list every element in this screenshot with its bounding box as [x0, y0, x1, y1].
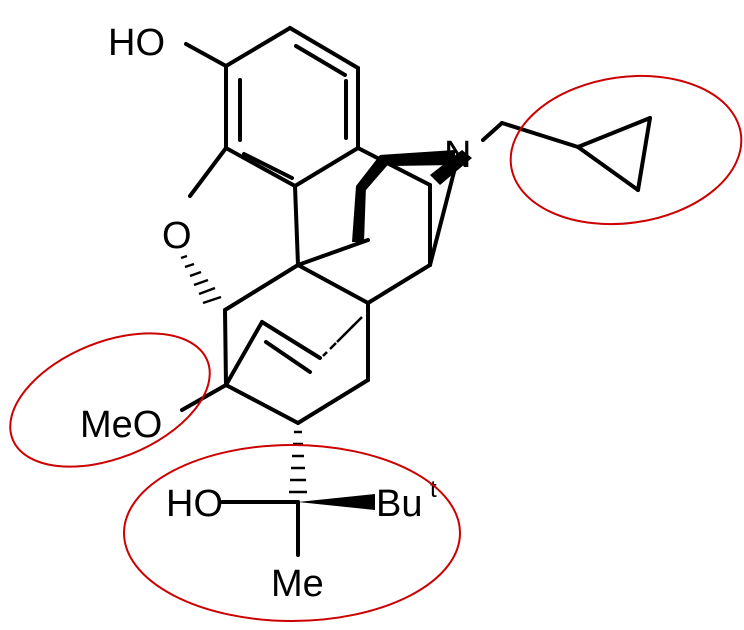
furan-ring [188, 146, 300, 267]
meo-bond [180, 383, 228, 412]
cyclopropylmethyl [481, 116, 652, 192]
highlight-carbinol [123, 444, 461, 622]
bold-bridge [352, 150, 472, 242]
oxygen-label: O [162, 215, 192, 257]
meo-label: MeO [80, 404, 162, 446]
bu-label: Bu [376, 483, 422, 525]
n-c9-bond [428, 166, 457, 267]
me-label: Me [271, 563, 324, 605]
nitrogen-label: N [444, 134, 471, 176]
etheno-bridge [224, 320, 322, 387]
ho-label-top: HO [108, 22, 165, 64]
highlight-methoxy [9, 332, 211, 468]
hashed-wedge-c7 [289, 430, 307, 494]
hashed-wedge-o-c5 [180, 254, 222, 305]
phenol-bond [184, 42, 228, 68]
ho-label-side: HO [166, 483, 223, 525]
highlight-cyclopropyl [509, 74, 743, 226]
aromatic-ring [224, 26, 360, 188]
hashed-wedge-bridge [322, 316, 363, 357]
highlight-ellipses [9, 74, 743, 622]
bu-superscript: t [430, 476, 437, 503]
core-skeleton [223, 146, 432, 425]
carbinol [220, 494, 375, 557]
